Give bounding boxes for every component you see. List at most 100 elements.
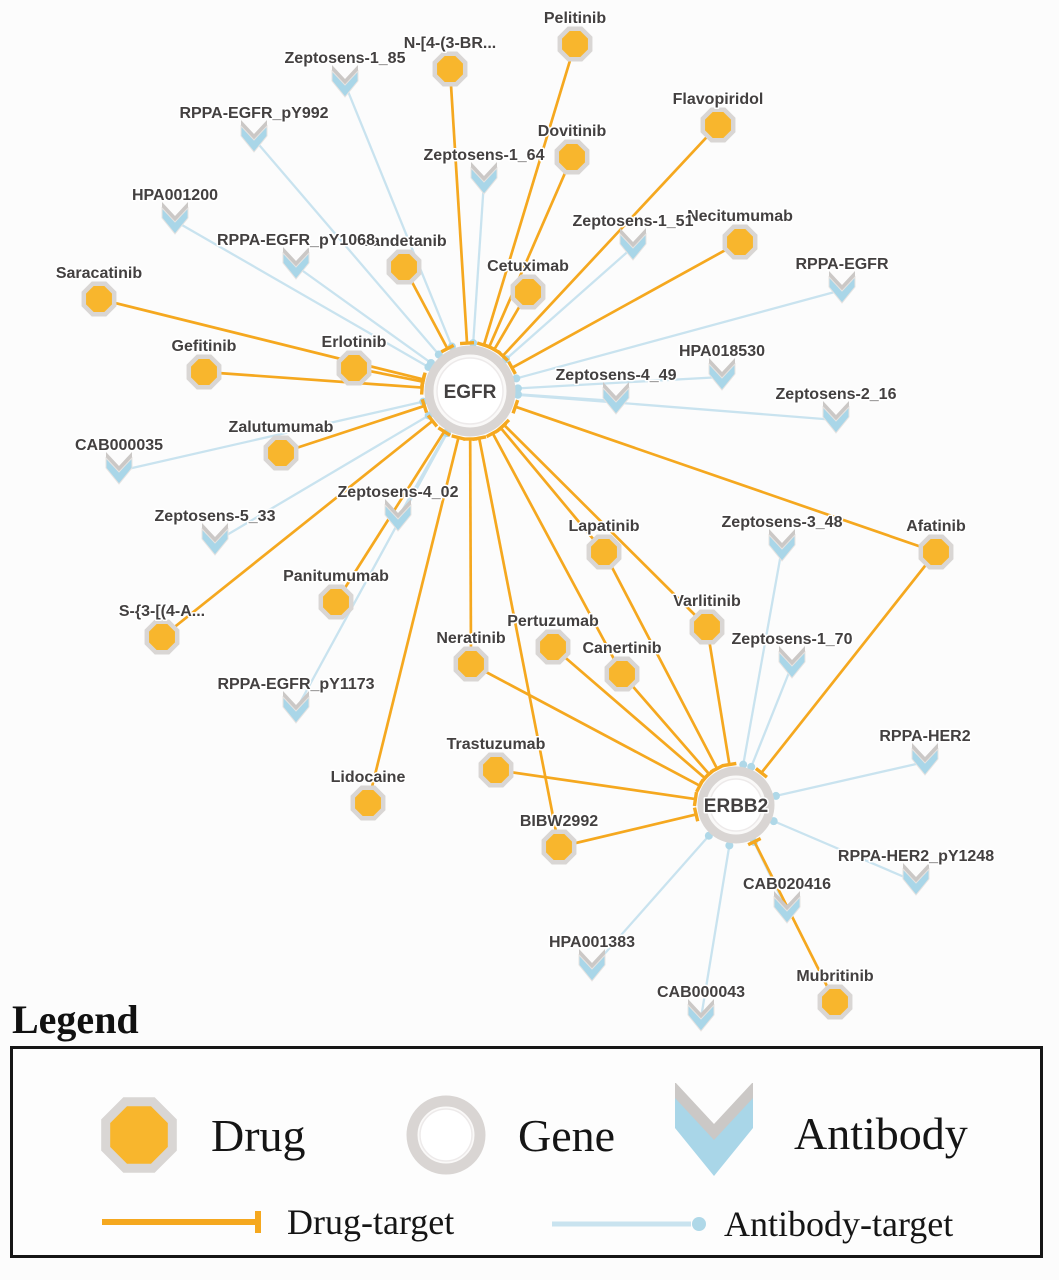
- antibody-chevron-icon: [675, 1083, 753, 1176]
- node-drug-cetuximab[interactable]: [510, 274, 546, 310]
- tee-end: [747, 836, 762, 847]
- antibody-target-edge-line: [505, 246, 634, 361]
- label-zeptosens-2-16: Zeptosens-2_16: [776, 386, 897, 403]
- node-antibody-zeptosens-5-33[interactable]: [201, 523, 229, 556]
- legend-drug-label: Drug: [211, 1109, 306, 1161]
- node-antibody-zeptosens-4-49[interactable]: [602, 382, 630, 415]
- node-drug-flavopiridol[interactable]: [700, 107, 736, 143]
- node-antibody-rppa-egfr-py992[interactable]: [240, 120, 268, 153]
- edge-s-3-4-a-egfr: [161, 414, 439, 639]
- node-antibody-rppa-egfr-py1173[interactable]: [282, 691, 310, 724]
- label-dovitinib: Dovitinib: [538, 123, 607, 140]
- drug-octagon: [453, 646, 489, 682]
- tee-end: [451, 434, 466, 441]
- node-gene-egfr[interactable]: [424, 345, 516, 437]
- node-antibody-zeptosens-2-16[interactable]: [822, 401, 850, 434]
- label-panitumumab: Panitumumab: [283, 568, 389, 585]
- label-pertuzumab: Pertuzumab: [507, 613, 599, 630]
- node-gene-erbb2[interactable]: [697, 766, 775, 844]
- node-antibody-hpa018530[interactable]: [708, 358, 736, 391]
- node-antibody-rppa-egfr-py1068[interactable]: [282, 247, 310, 280]
- node-drug-lidocaine[interactable]: [350, 785, 386, 821]
- tee-end: [437, 426, 452, 437]
- drug-target-edge-line: [558, 813, 697, 849]
- node-antibody-zeptosens-4-02[interactable]: [384, 499, 412, 532]
- node-antibody-zeptosens-3-48[interactable]: [768, 529, 796, 562]
- edge-zalutumumab-egfr: [280, 398, 429, 455]
- drug-target-edge-line: [366, 437, 460, 804]
- legend-item-drug-target: Drug-target: [98, 1201, 454, 1243]
- node-antibody-cab000035[interactable]: [105, 452, 133, 485]
- antibody-target-edge-line: [343, 83, 453, 347]
- antibody-chevron: [911, 747, 939, 776]
- node-antibody-zeptosens-1-64[interactable]: [470, 162, 498, 195]
- edge-cab000043-erbb2: [699, 841, 734, 1019]
- drug-target-edge-line: [495, 768, 696, 801]
- antibody-target-edge-line: [214, 414, 430, 543]
- drug-octagon: [554, 139, 590, 175]
- label-zeptosens-1-70: Zeptosens-1_70: [732, 631, 853, 648]
- node-antibody-cab000043[interactable]: [687, 999, 715, 1032]
- tee-end: [440, 343, 455, 354]
- node-drug-dovitinib[interactable]: [554, 139, 590, 175]
- node-drug-bibw2992[interactable]: [541, 829, 577, 865]
- antibody-chevron: [105, 456, 133, 485]
- node-drug-s-3-4-a[interactable]: [144, 619, 180, 655]
- node-antibody-rppa-egfr[interactable]: [828, 271, 856, 304]
- node-drug-pertuzumab[interactable]: [535, 629, 571, 665]
- node-drug-saracatinib[interactable]: [81, 281, 117, 317]
- node-drug-neratinib[interactable]: [453, 646, 489, 682]
- node-drug-n-4-3-br[interactable]: [432, 51, 468, 87]
- node-drug-necitumumab[interactable]: [722, 224, 758, 260]
- dot-end: [725, 841, 734, 850]
- antibody-chevron: [331, 69, 359, 98]
- node-drug-canertinib[interactable]: [604, 656, 640, 692]
- node-drug-zalutumumab[interactable]: [263, 435, 299, 471]
- node-antibody-hpa001200[interactable]: [161, 202, 189, 235]
- antibody-chevron: [768, 533, 796, 562]
- drug-octagon: [557, 26, 593, 62]
- label-vandetanib: Vandetanib: [361, 233, 447, 250]
- edge-canertinib-egfr: [485, 428, 624, 675]
- edge-zeptosens-1-70-erbb2: [747, 664, 794, 771]
- tee-end: [507, 360, 517, 375]
- drug-octagon: [586, 534, 622, 570]
- label-zeptosens-5-33: Zeptosens-5_33: [155, 508, 276, 525]
- drug-octagon: [604, 656, 640, 692]
- tee-end: [487, 344, 502, 355]
- label-zalutumumab: Zalutumumab: [229, 419, 334, 436]
- node-antibody-cab020416[interactable]: [773, 891, 801, 924]
- edge-zeptosens-2-16-egfr: [513, 390, 837, 422]
- antibody-chevron: [902, 867, 930, 896]
- tee-end: [722, 761, 737, 768]
- node-drug-vandetanib[interactable]: [386, 249, 422, 285]
- node-drug-pelitinib[interactable]: [557, 26, 593, 62]
- node-antibody-zeptosens-1-51[interactable]: [619, 228, 647, 261]
- tee-end: [695, 778, 705, 793]
- edge-canertinib-erbb2: [620, 673, 716, 780]
- node-drug-afatinib[interactable]: [918, 534, 954, 570]
- drug-target-edge-line: [487, 156, 574, 348]
- node-drug-lapatinib[interactable]: [586, 534, 622, 570]
- node-drug-erlotinib[interactable]: [336, 350, 372, 386]
- node-antibody-zeptosens-1-70[interactable]: [778, 646, 806, 679]
- node-drug-trastuzumab[interactable]: [478, 752, 514, 788]
- node-drug-mubritinib[interactable]: [817, 984, 853, 1020]
- drug-octagon: [81, 281, 117, 317]
- label-hpa018530: HPA018530: [679, 343, 765, 360]
- label-rppa-egfr: RPPA-EGFR: [795, 256, 888, 273]
- gene-circle-inner: [436, 357, 504, 425]
- antibody-target-edge-line: [516, 288, 843, 380]
- drug-octagon: [817, 984, 853, 1020]
- drug-octagon: [186, 354, 222, 390]
- edge-bibw2992-erbb2: [558, 807, 700, 849]
- node-antibody-hpa001383[interactable]: [578, 949, 606, 982]
- node-antibody-zeptosens-1-85[interactable]: [331, 65, 359, 98]
- node-antibody-rppa-her2-py1248[interactable]: [902, 863, 930, 896]
- node-drug-varlitinib[interactable]: [689, 609, 725, 645]
- node-drug-panitumumab[interactable]: [318, 584, 354, 620]
- tee-end: [692, 807, 700, 822]
- node-drug-gefitinib[interactable]: [186, 354, 222, 390]
- node-antibody-rppa-her2[interactable]: [911, 743, 939, 776]
